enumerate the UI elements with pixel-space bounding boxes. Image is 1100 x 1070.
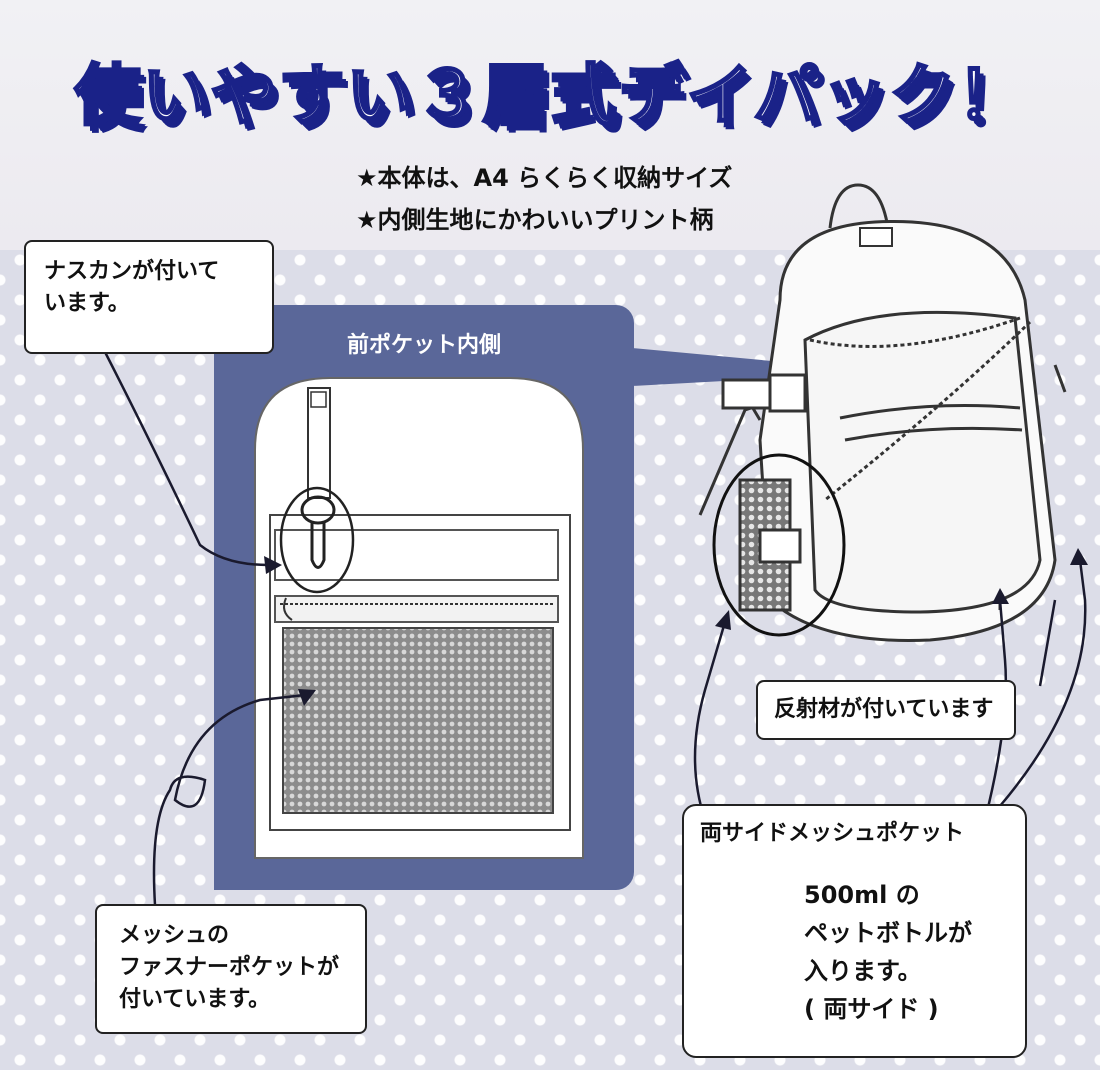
callout-side-mesh-line4: ( 両サイド ) xyxy=(804,995,939,1023)
callout-nasukan-line2: います。 xyxy=(44,291,130,316)
backpack-illustration xyxy=(698,183,1067,642)
zipper-pull-icon xyxy=(283,597,293,621)
page-title: 使いやすい３層式デイパック！ xyxy=(73,56,1026,136)
callout-side-mesh-line3: 入ります。 xyxy=(804,957,922,985)
leader-lines xyxy=(103,351,1087,906)
mesh-fastener-pocket xyxy=(282,627,554,814)
header-band xyxy=(0,0,1100,250)
callout-mesh-line1: メッシュの xyxy=(119,923,230,948)
zoom-circle-icon xyxy=(279,486,355,594)
feature-a4-size: ★本体は、A4 らくらく収納サイズ xyxy=(356,164,733,192)
callout-side-mesh-line2: ペットボトルが xyxy=(804,919,972,947)
callout-side-mesh: 両サイドメッシュポケット 500ml の ペットボトルが 入ります。 ( 両サイ… xyxy=(682,804,1027,1058)
front-pocket-label: 前ポケット内側 xyxy=(346,333,501,358)
callout-mesh-line2: ファスナーポケットが xyxy=(119,955,340,980)
callout-side-mesh-line1: 500ml の xyxy=(804,881,920,909)
feature-print-lining: ★内側生地にかわいいプリント柄 xyxy=(356,206,714,234)
callout-side-mesh-heading: 両サイドメッシュポケット xyxy=(700,821,965,846)
callout-reflector-text: 反射材が付いています xyxy=(774,697,994,722)
carabiner-clip-icon xyxy=(279,387,355,594)
callout-nasukan: ナスカンが付いて います。 xyxy=(24,240,274,354)
arrow-heads xyxy=(264,548,1088,706)
pocket-interior-illustration xyxy=(254,377,584,859)
callout-mesh-fastener: メッシュの ファスナーポケットが 付いています。 xyxy=(95,904,367,1034)
callout-reflector: 反射材が付いています xyxy=(756,680,1016,740)
callout-nasukan-line1: ナスカンが付いて xyxy=(44,259,220,284)
panel-pointer xyxy=(632,348,890,386)
callout-mesh-line3: 付いています。 xyxy=(119,987,271,1012)
